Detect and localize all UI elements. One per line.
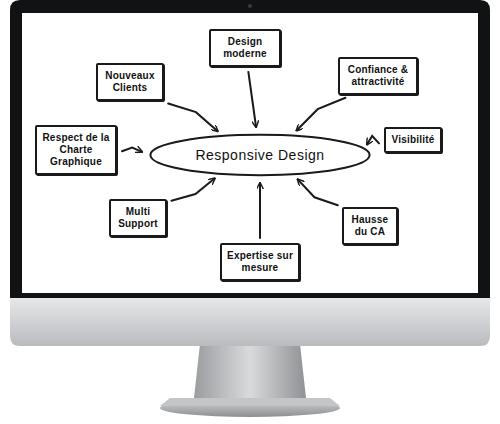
concept-label: Multi Support <box>115 206 161 230</box>
monitor-screen <box>22 13 478 293</box>
central-title: Responsive Design <box>147 147 373 163</box>
arrow-connector <box>171 178 214 200</box>
central-ellipse: Responsive Design <box>147 133 373 177</box>
concept-box: Hausse du CA <box>342 207 398 245</box>
monitor-chin <box>10 298 490 346</box>
monitor-camera <box>248 4 252 8</box>
concept-label: Nouveaux Clients <box>102 70 158 94</box>
concept-label: Expertise sur mesure <box>226 250 294 274</box>
concept-label: Hausse du CA <box>348 214 392 238</box>
concept-label: Design moderne <box>215 36 275 60</box>
concept-label: Respect de la Charte Graphique <box>41 132 111 168</box>
concept-box: Expertise sur mesure <box>220 243 300 281</box>
monitor-neck <box>194 344 306 398</box>
arrow-connector <box>367 136 379 145</box>
arrow-connector <box>122 148 142 152</box>
arrow-connector <box>297 98 346 131</box>
arrow-connector <box>298 179 338 205</box>
monitor-base <box>160 399 340 417</box>
arrow-connector <box>259 183 261 238</box>
arrow-connector <box>248 72 256 127</box>
concept-box: Design moderne <box>209 29 281 67</box>
concept-box: Respect de la Charte Graphique <box>35 125 117 175</box>
monitor-base-top <box>160 398 340 406</box>
concept-label: Visibilité <box>390 134 436 146</box>
concept-box: Nouveaux Clients <box>96 63 164 101</box>
concept-box: Visibilité <box>384 127 442 153</box>
concept-box: Multi Support <box>109 199 167 237</box>
concept-box: Confiance & attractivité <box>338 57 418 95</box>
arrow-connector <box>168 103 218 131</box>
concept-label: Confiance & attractivité <box>344 64 412 88</box>
monitor-bezel <box>10 0 490 298</box>
